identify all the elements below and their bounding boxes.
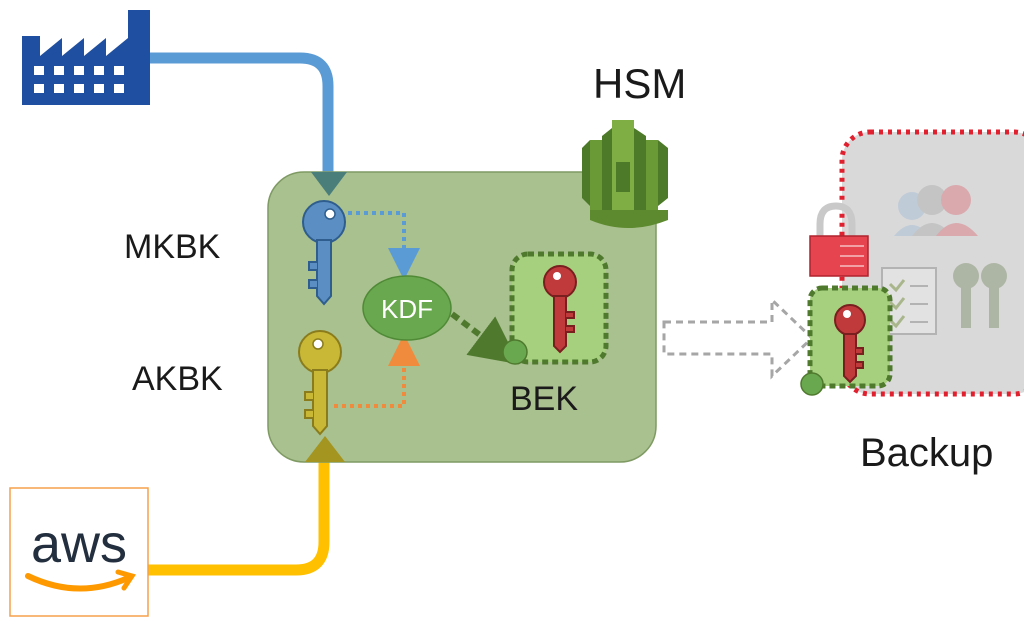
cloudhsm-icon xyxy=(582,120,668,228)
akbk-key-icon xyxy=(298,330,342,436)
kdf-node: KDF xyxy=(362,275,452,341)
mkbk-arrowhead xyxy=(311,172,347,196)
mkbk-label: MKBK xyxy=(124,228,221,266)
backup-bek-key-box xyxy=(800,285,893,396)
mkbk-to-kdf-arrow xyxy=(348,211,420,280)
aws-logo: aws xyxy=(9,487,149,617)
bek-key-box xyxy=(502,251,609,365)
akbk-label: AKBK xyxy=(132,360,223,398)
keys-icon xyxy=(953,263,1007,328)
kdf-label: KDF xyxy=(381,294,433,324)
mkbk-key-icon xyxy=(302,200,346,306)
akbk-to-kdf-arrow xyxy=(334,334,420,408)
backup-area xyxy=(800,129,1024,397)
kdf-to-bek-arrow xyxy=(450,311,520,365)
akbk-arrowhead xyxy=(305,436,345,462)
hsm-label: HSM xyxy=(593,60,686,107)
backup-label: Backup xyxy=(860,431,993,475)
factory-icon xyxy=(22,10,150,105)
mkbk-input-line xyxy=(150,52,334,172)
aws-logo-text: aws xyxy=(31,514,127,574)
users-icon xyxy=(894,185,978,236)
bek-to-backup-arrow xyxy=(662,296,815,380)
hsm-box xyxy=(267,171,657,463)
checklist-icon xyxy=(881,267,937,335)
akbk-input-line xyxy=(148,455,330,576)
bek-label: BEK xyxy=(510,380,578,418)
lock-icon xyxy=(809,202,869,277)
